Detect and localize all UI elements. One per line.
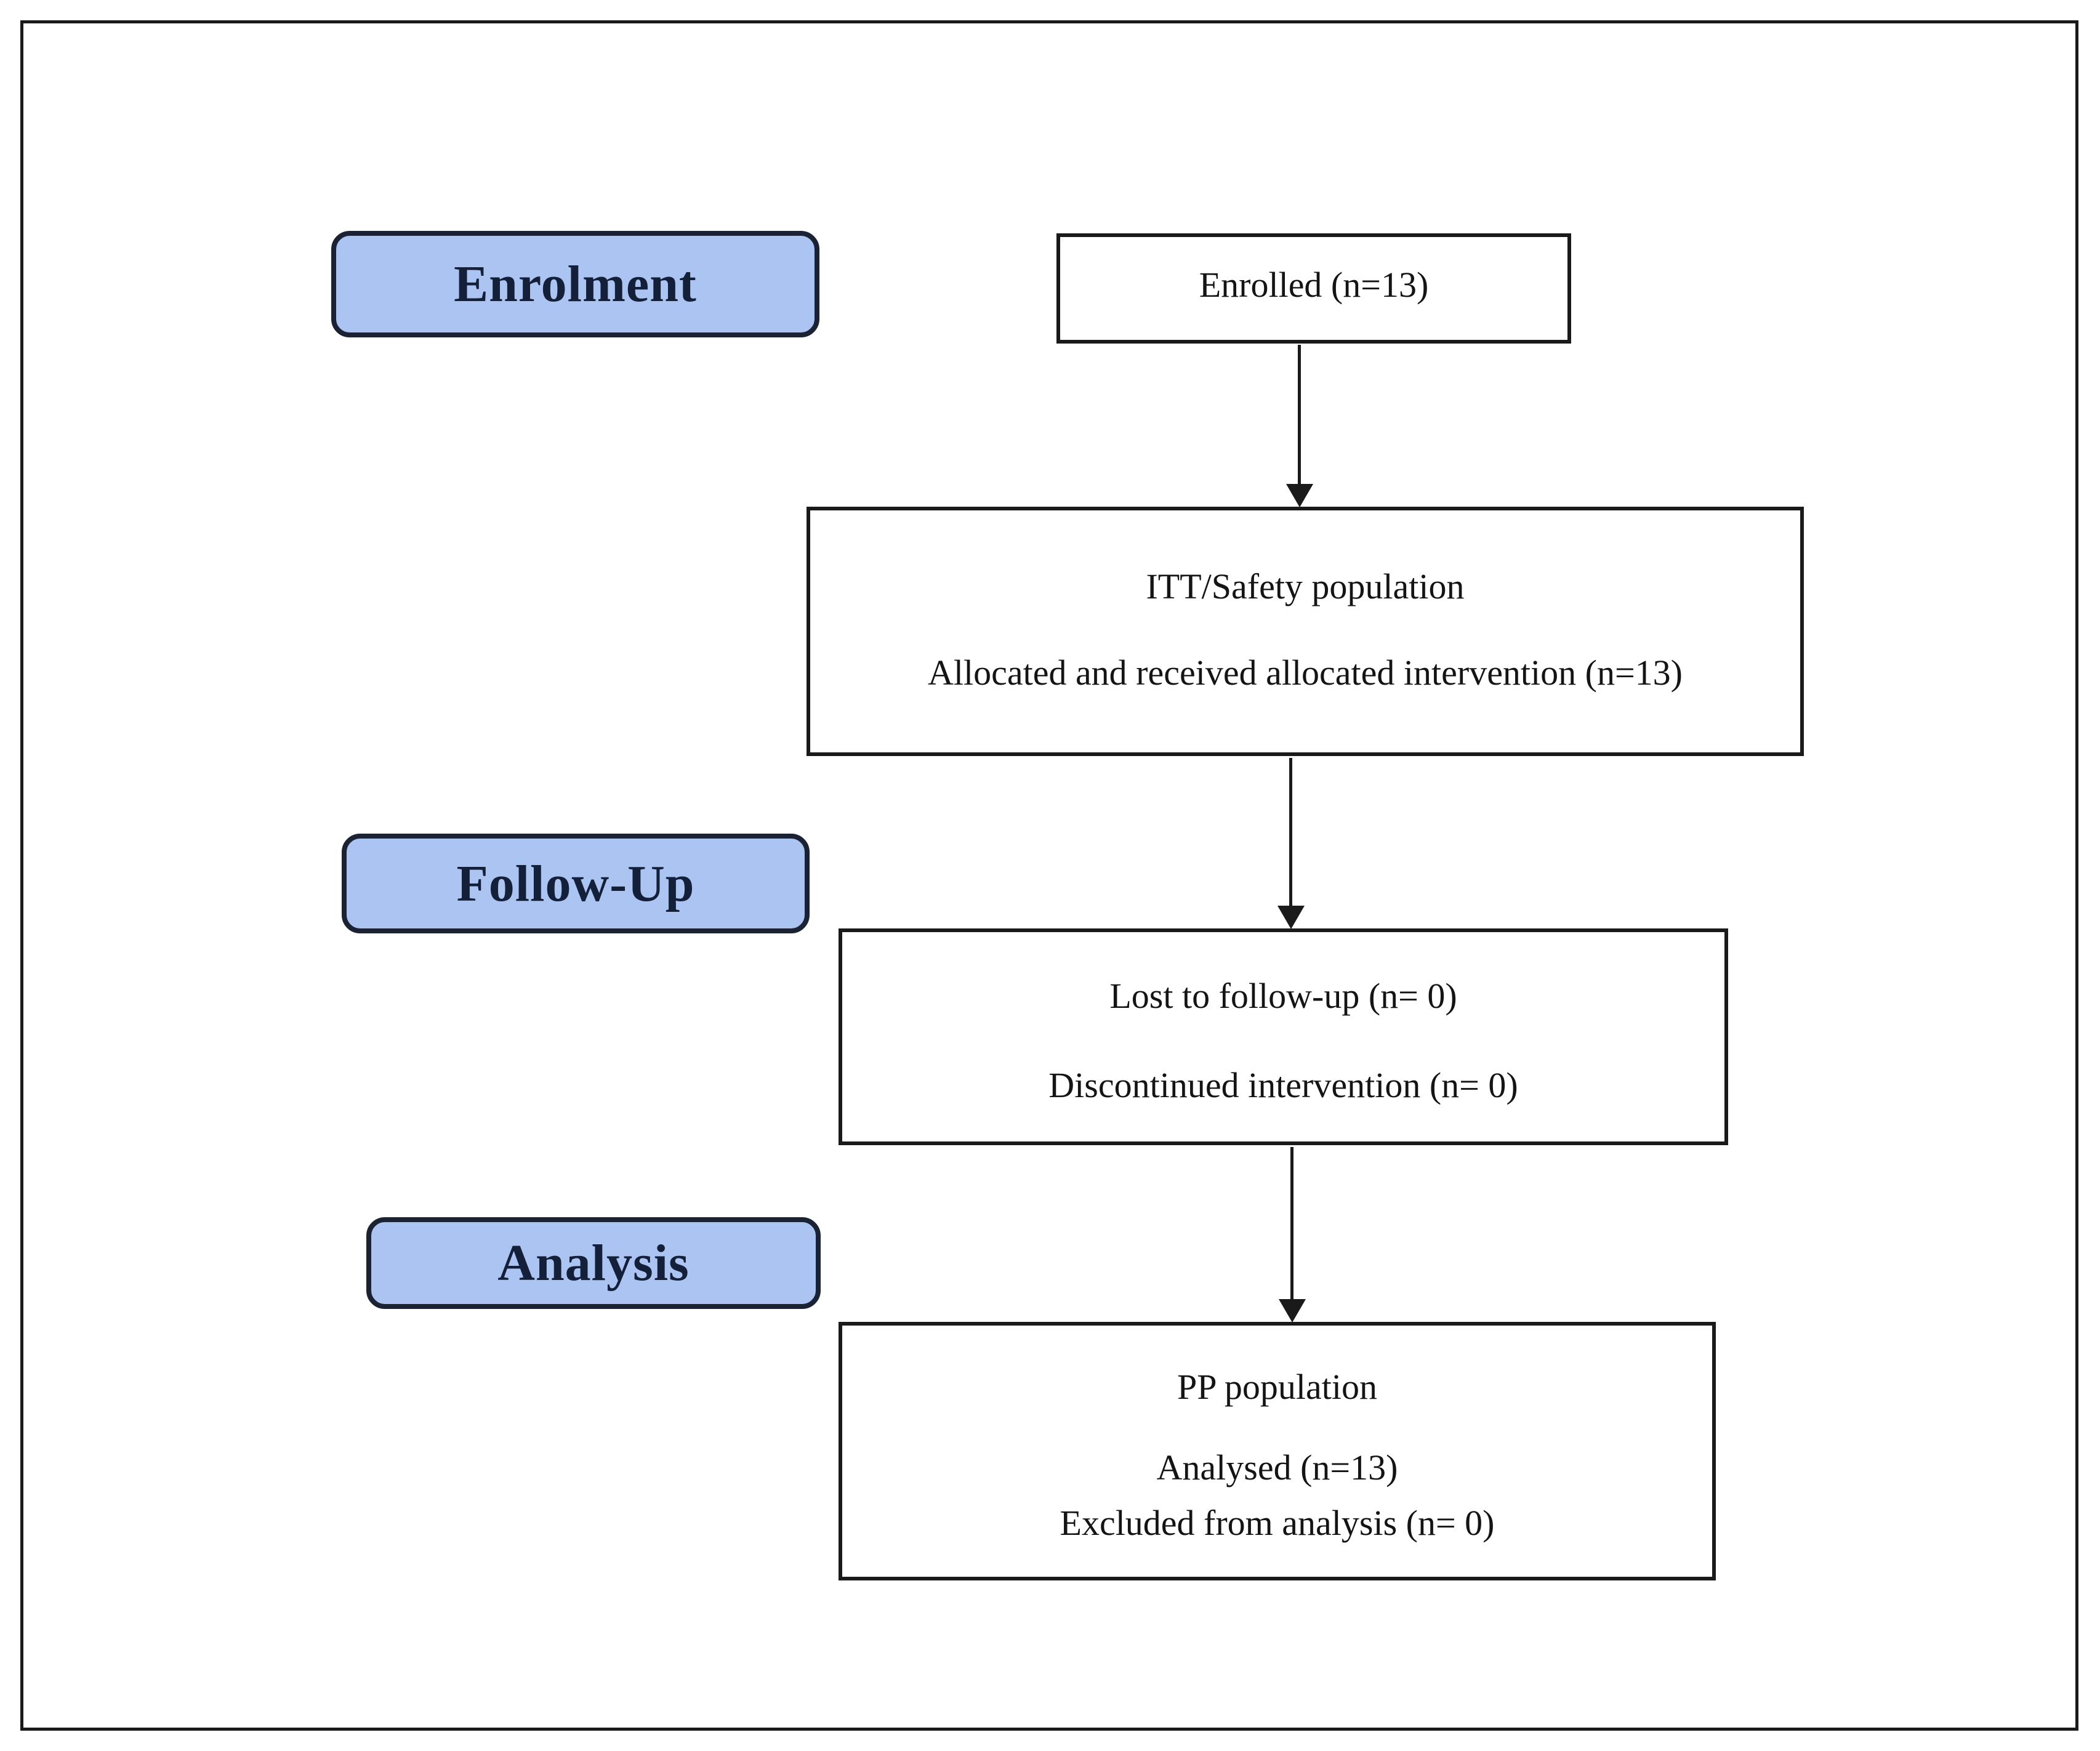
box-discontinued-line: Discontinued intervention (n= 0) <box>1048 1065 1518 1105</box>
stage-label-analysis: Analysis <box>366 1217 821 1309</box>
stage-label-enrolment-text: Enrolment <box>454 256 697 313</box>
stage-label-enrolment: Enrolment <box>331 231 819 337</box>
box-enrolled-line: Enrolled (n=13) <box>1199 265 1429 305</box>
box-itt-safety-population: ITT/Safety population Allocated and rece… <box>807 507 1804 756</box>
box-itt-line-allocated: Allocated and received allocated interve… <box>927 653 1683 693</box>
box-enrolled: Enrolled (n=13) <box>1056 233 1571 344</box>
arrow-enrolled-to-itt-head-icon <box>1286 484 1313 507</box>
box-pp-line-title: PP population <box>1177 1367 1377 1407</box>
arrow-followup-to-pp-line <box>1290 1147 1293 1300</box>
box-followup-outcomes: Lost to follow-up (n= 0) Discontinued in… <box>839 928 1728 1145</box>
stage-label-analysis-text: Analysis <box>497 1234 690 1292</box>
stage-label-followup-text: Follow-Up <box>456 855 695 912</box>
stage-label-followup: Follow-Up <box>342 834 810 933</box>
arrow-itt-to-followup-head-icon <box>1277 906 1305 929</box>
box-pp-population: PP population Analysed (n=13) Excluded f… <box>839 1322 1716 1580</box>
box-pp-line-excluded: Excluded from analysis (n= 0) <box>1060 1503 1495 1543</box>
box-itt-line-title: ITT/Safety population <box>1146 566 1465 606</box>
arrow-followup-to-pp-head-icon <box>1279 1299 1306 1322</box>
arrow-enrolled-to-itt-line <box>1298 345 1301 486</box>
box-pp-line-analysed: Analysed (n=13) <box>1156 1447 1398 1487</box>
box-lost-to-followup-line: Lost to follow-up (n= 0) <box>1109 976 1457 1016</box>
arrow-itt-to-followup-line <box>1289 758 1292 907</box>
